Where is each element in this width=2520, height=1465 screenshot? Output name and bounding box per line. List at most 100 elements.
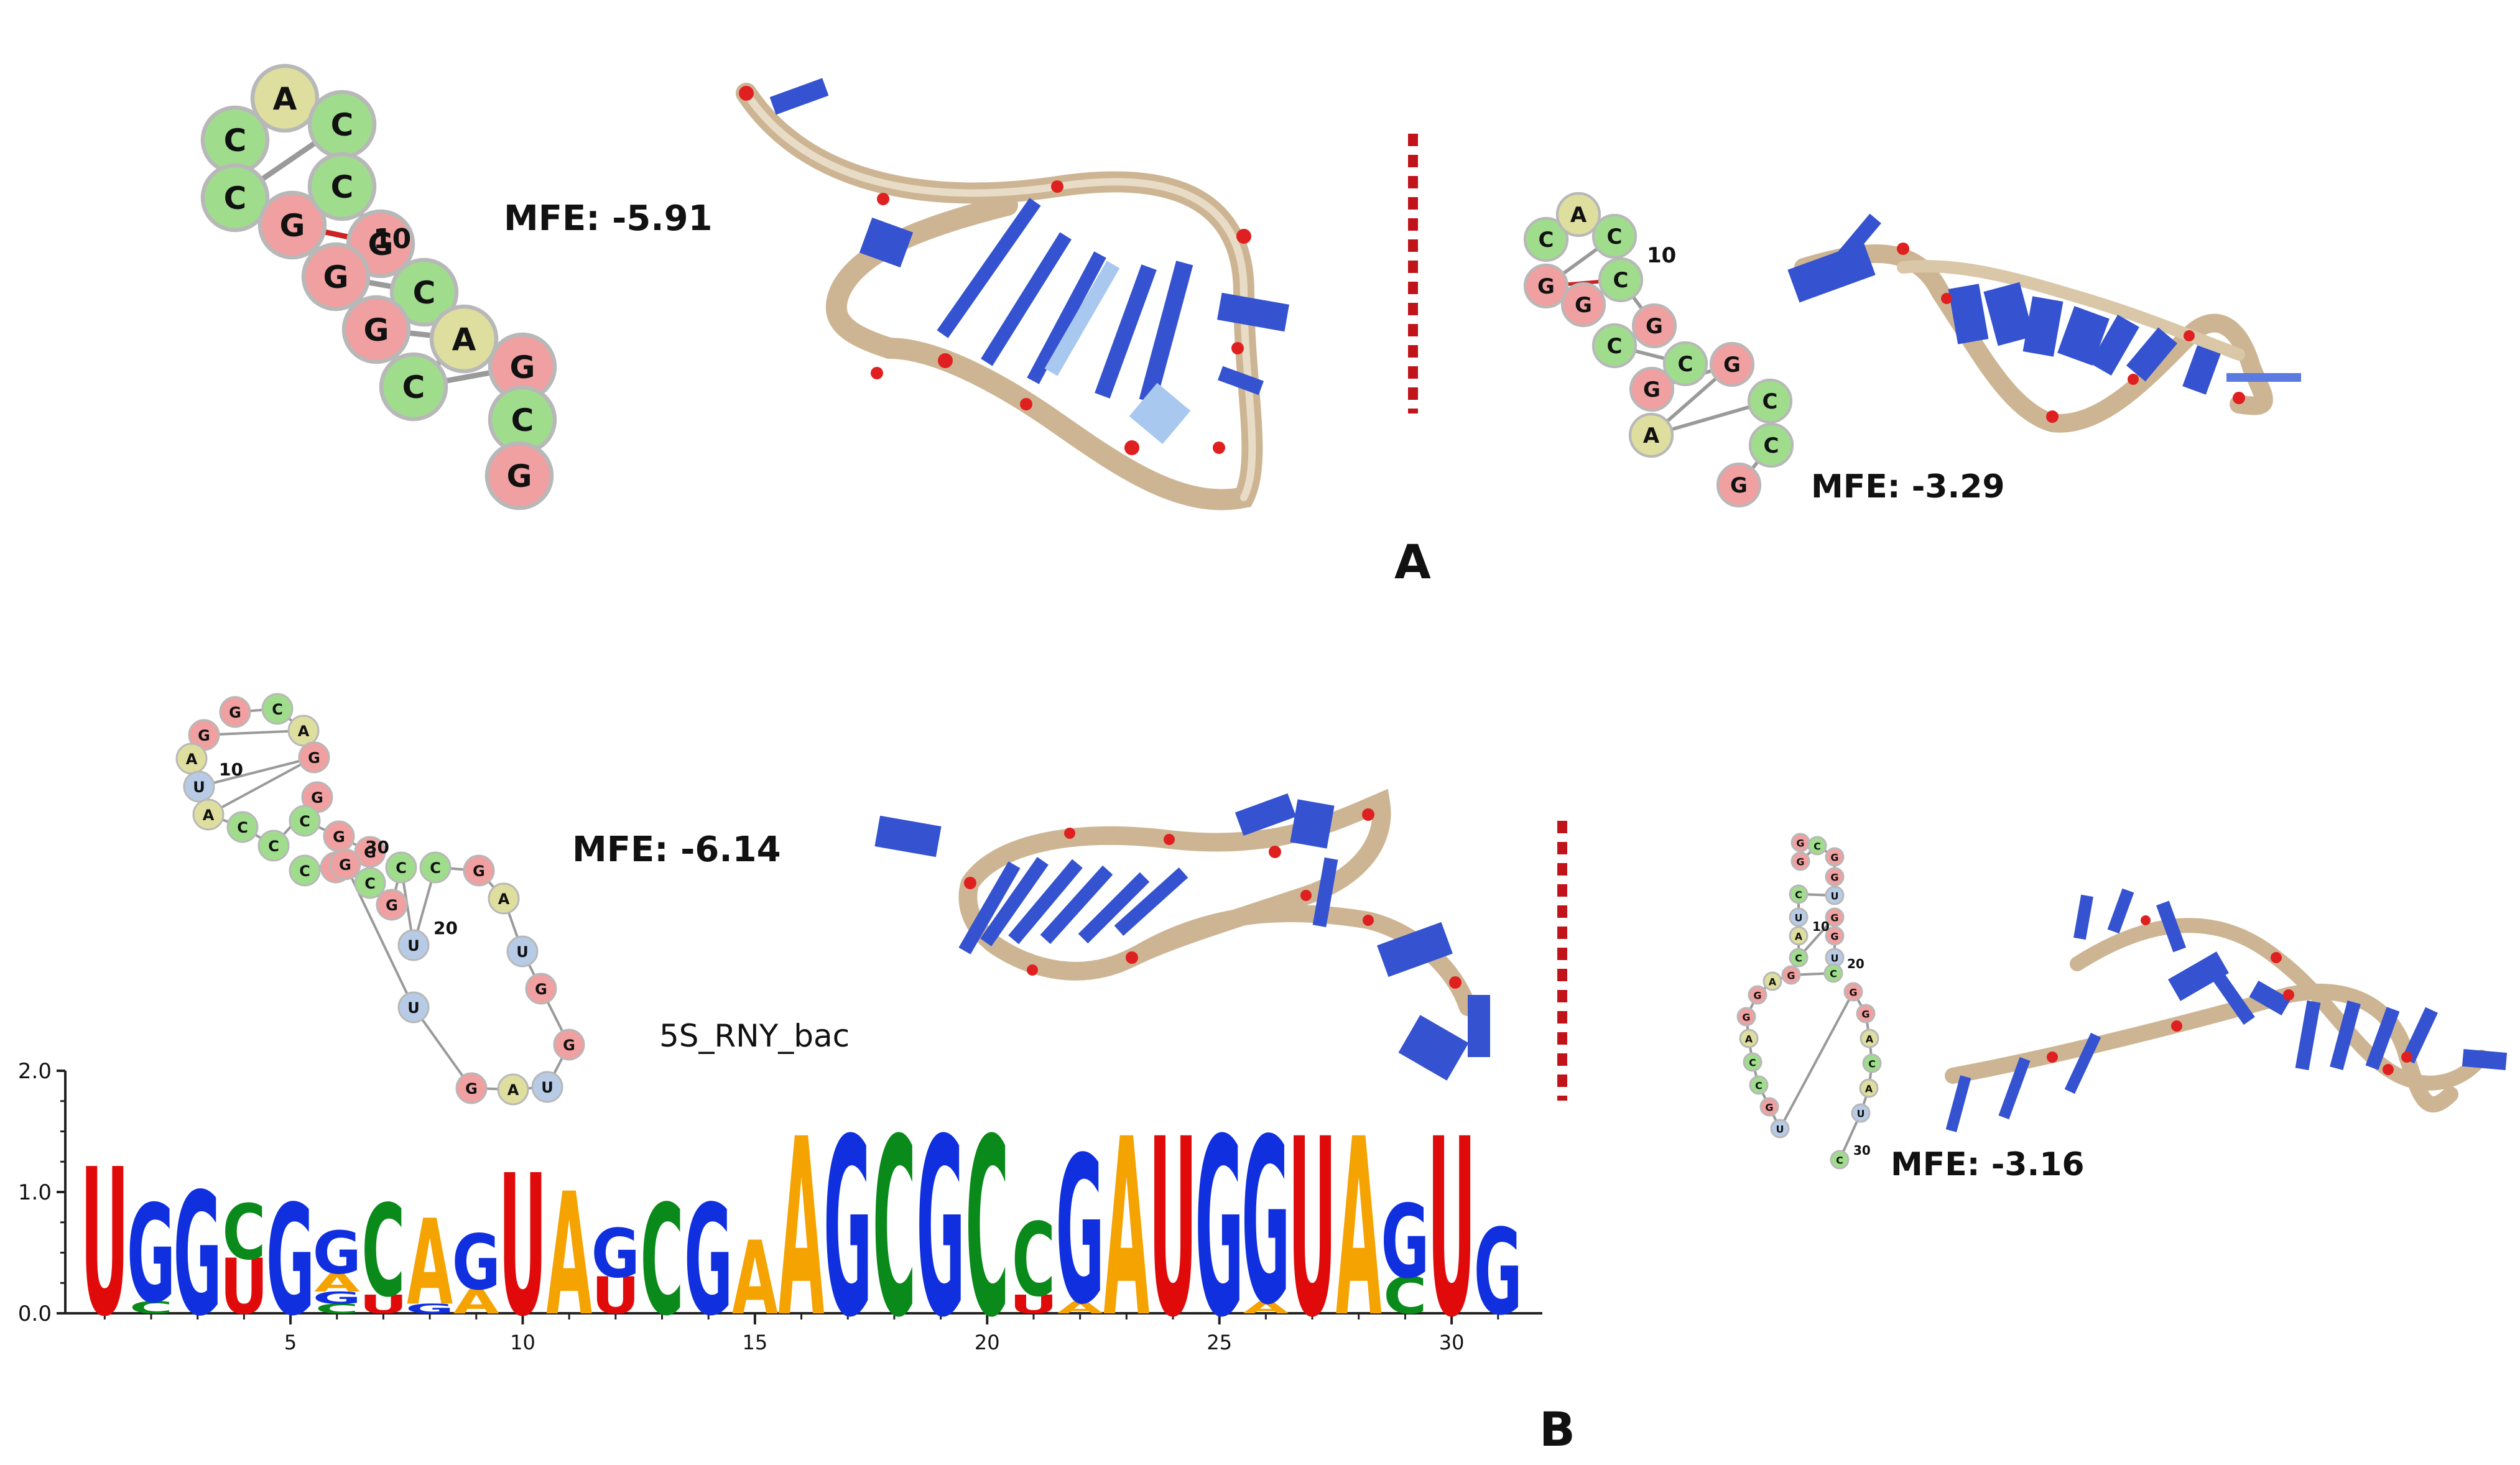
- nucleotide: G: [1523, 263, 1569, 309]
- nucleotide: G: [1790, 851, 1810, 871]
- nucleotide: C: [200, 163, 270, 233]
- tertiary-structure-b1: [874, 788, 1490, 1081]
- nucleotide-circle: [1789, 884, 1809, 904]
- logo-letter-G: G: [405, 1301, 454, 1316]
- nucleotide-letter: C: [1763, 389, 1778, 414]
- nucleotide-index-label: 20: [1847, 956, 1865, 971]
- nucleotide: G: [329, 848, 361, 880]
- nucleotide-letter: G: [1830, 912, 1838, 924]
- nucleotide: U: [397, 929, 430, 961]
- nucleotide-circle: [341, 295, 411, 364]
- nucleotide-letter: G: [1575, 293, 1592, 318]
- nucleotide: G: [1759, 1097, 1779, 1117]
- nucleotide-letter: G: [1753, 990, 1761, 1002]
- nucleotide-circle: [1859, 1078, 1879, 1098]
- mfe-label-b2: MFE: -3.16: [1891, 1146, 2085, 1183]
- nucleotide-circle: [1523, 216, 1569, 262]
- nucleotide: U: [531, 1071, 563, 1103]
- nucleotide-letter: A: [498, 890, 510, 908]
- nucleotide-letter: C: [1868, 1058, 1876, 1070]
- nucleotide-letter: G: [311, 789, 323, 806]
- nucleotide: C: [1789, 884, 1809, 904]
- nucleotide: U: [1825, 948, 1845, 968]
- nucleotide-circle: [1747, 378, 1793, 424]
- nucleotide-circle: [389, 257, 459, 327]
- nucleotide-letter: C: [224, 122, 247, 159]
- y-tick-label: 1.0: [18, 1180, 52, 1205]
- nucleotide-letter: C: [413, 275, 436, 311]
- nucleotide-circle: [1763, 971, 1782, 991]
- nucleotide-letter: C: [1795, 889, 1802, 901]
- nucleotide-circle: [1770, 1119, 1790, 1139]
- nucleotide-letter: A: [1865, 1083, 1873, 1095]
- nucleotide-circle: [525, 973, 557, 1005]
- nucleotide-letter: A: [298, 723, 310, 740]
- nucleotide: A: [429, 304, 499, 374]
- logo-letter-U: U: [359, 1290, 407, 1319]
- logo-letter-A: A: [1243, 1298, 1289, 1318]
- nucleotide-circle: [257, 830, 290, 862]
- base-slabs-a2: [1787, 213, 2301, 395]
- nucleotide: A: [1739, 1028, 1759, 1048]
- nucleotide-circle: [307, 152, 377, 221]
- nucleotide: A: [287, 714, 320, 747]
- nucleotide: G: [341, 295, 411, 364]
- nucleotide-circle: [1662, 341, 1708, 387]
- y-tick-label: 0.0: [18, 1301, 52, 1326]
- nucleotide: A: [250, 63, 320, 133]
- nucleotide-letter: C: [331, 169, 354, 205]
- nucleotide-circle: [1748, 985, 1767, 1005]
- panel-label-b: B: [1539, 1402, 1575, 1457]
- logo-letter-G: G: [1055, 1115, 1104, 1349]
- nucleotide-letter: C: [1814, 841, 1821, 853]
- logo-letter-A: A: [1057, 1298, 1103, 1318]
- nucleotide: C: [1862, 1053, 1882, 1073]
- logo-letter-C: C: [641, 1172, 684, 1349]
- nucleotide-letter: G: [229, 704, 241, 721]
- nucleotide-letter: G: [1787, 970, 1795, 982]
- logo-letter-G: G: [313, 1288, 361, 1308]
- nucleotide-circle: [1631, 303, 1677, 349]
- nucleotide-circle: [1825, 867, 1845, 887]
- backbone-ribbon-b2-upper: [2070, 918, 2489, 1091]
- logo-letter-A: A: [314, 1269, 360, 1298]
- y-tick-label: 2.0: [18, 1059, 52, 1084]
- nucleotide-circle: [385, 851, 417, 884]
- nucleotide-letter: U: [1857, 1108, 1865, 1120]
- nucleotide-index-label: 30: [365, 837, 389, 857]
- nucleotide: G: [1736, 1007, 1756, 1027]
- nucleotide: C: [200, 105, 270, 175]
- nucleotide-letter: C: [237, 819, 248, 836]
- nucleotide: G: [455, 1072, 488, 1104]
- logo-letter-G: G: [1381, 1184, 1429, 1301]
- nucleotide-circle: [506, 935, 539, 968]
- tertiary-structure-a1: [736, 78, 1289, 511]
- nucleotide-circle: [183, 770, 215, 803]
- nucleotide-letter: A: [1570, 203, 1587, 228]
- logo-letter-G: G: [174, 1157, 222, 1353]
- nucleotide-circle: [219, 696, 251, 728]
- nucleotide-letter: G: [308, 749, 320, 767]
- nucleotide-letter: G: [1830, 931, 1838, 943]
- nucleotide: C: [1591, 213, 1638, 259]
- nucleotide: U: [1789, 907, 1809, 927]
- logo-letter-U: U: [499, 1134, 547, 1359]
- atom-markers-b2: [2047, 915, 2412, 1075]
- nucleotide-letter: A: [273, 81, 297, 117]
- nucleotide-letter: C: [402, 369, 425, 405]
- logo-letter-G: G: [452, 1218, 501, 1307]
- logo-letter-A: A: [453, 1282, 499, 1321]
- nucleotide-letter: G: [563, 1037, 575, 1054]
- nucleotide: U: [397, 991, 430, 1024]
- nucleotide: A: [1860, 1028, 1879, 1048]
- nucleotide-circle: [289, 805, 321, 837]
- nucleotide-circle: [257, 190, 327, 260]
- logo-letter-U: U: [1288, 1088, 1336, 1371]
- nucleotide-letter: A: [1795, 931, 1803, 943]
- nucleotide-letter: C: [1607, 224, 1623, 249]
- logo-letter-C: C: [1383, 1267, 1427, 1325]
- nucleotide-circle: [354, 867, 386, 899]
- nucleotide: C: [1749, 1075, 1769, 1095]
